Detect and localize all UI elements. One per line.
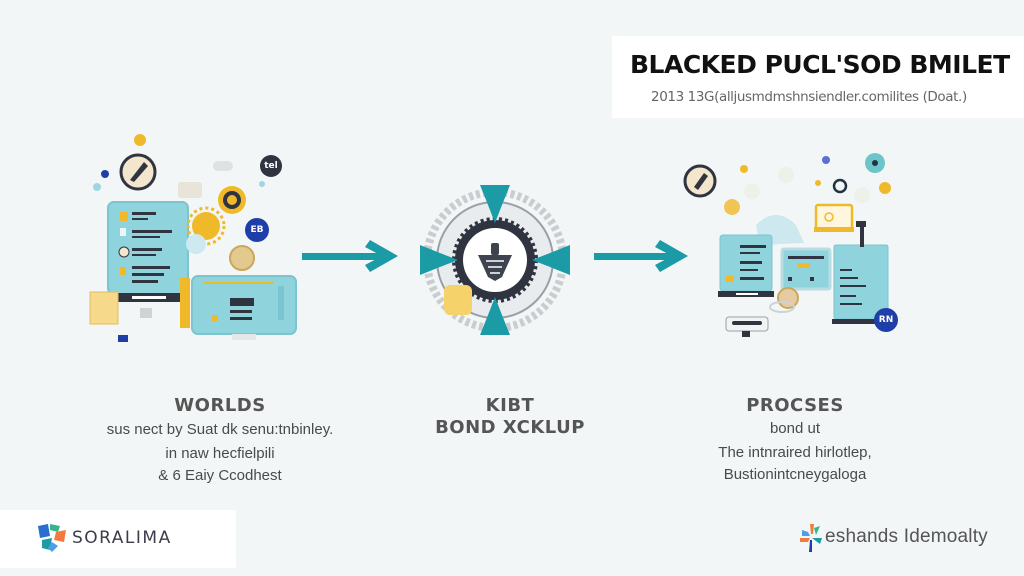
worlds-illustration — [89, 134, 297, 342]
stage-heading: WORLDS — [174, 395, 266, 416]
stage-line: sus nect by Suat dk senu:tnbinley. — [106, 421, 334, 438]
arrow-right-icon — [594, 240, 688, 272]
printer-icon — [140, 308, 152, 318]
dot-icon — [815, 180, 821, 186]
ship-emblem-icon — [478, 243, 512, 281]
pen-badge-icon — [119, 153, 157, 191]
dot-icon — [822, 156, 830, 164]
secondary-monitor-icon — [191, 275, 297, 340]
dot-icon — [744, 183, 760, 199]
stage-line: Bustionintcneygaloga — [723, 466, 867, 483]
scanner-icon — [725, 316, 769, 337]
dot-icon — [778, 167, 794, 183]
stage-heading: PROCSES — [746, 395, 844, 416]
gold-bar-icon — [180, 278, 190, 328]
eshands-logo: eshands Idemoalty — [825, 526, 988, 547]
page-subtitle: 2013 13G(alljusmdmshnsiendler.comilites … — [651, 89, 967, 105]
ring-icon — [832, 178, 848, 194]
dot-icon — [186, 234, 206, 254]
map-scroll-icon — [444, 285, 472, 315]
stage-heading: KIBT — [485, 395, 535, 416]
footer-left-panel — [0, 510, 236, 568]
folder-icon — [89, 291, 119, 325]
dot-icon — [93, 183, 101, 191]
stage-process: PROCSES bond ut The intnraired hirlotlep… — [670, 395, 920, 486]
teal-pointer-icon — [420, 185, 570, 335]
tel-badge: tel — [260, 155, 282, 177]
page-title: BLACKED PUCL'SOD BMILET — [630, 50, 1010, 79]
card-icon — [118, 335, 128, 342]
coin-icon — [229, 245, 255, 271]
stage-line: The intnraired hirlotlep, — [718, 444, 872, 461]
rn-badge: RN — [874, 308, 898, 332]
support-agent-icon — [769, 287, 799, 313]
gold-coin-icon — [218, 186, 246, 214]
stage-line: & 6 Eaiy Ccodhest — [158, 467, 282, 484]
stage-line: BOND XCKLUP — [435, 417, 585, 438]
laptop-icon — [718, 234, 774, 297]
dot-icon — [854, 187, 870, 203]
desktop-screen-icon — [832, 221, 890, 324]
dot-icon — [134, 134, 146, 146]
monitor-icon — [780, 247, 832, 291]
pen-badge-icon — [683, 164, 717, 198]
main-monitor-icon — [107, 201, 189, 302]
dot-icon — [740, 165, 748, 173]
arrow-right-icon — [302, 240, 398, 272]
eshands-logo-icon — [800, 524, 822, 552]
sun-icon — [186, 206, 226, 246]
dot-icon — [259, 181, 265, 187]
soralima-logo-icon — [38, 524, 66, 552]
stage-line: bond ut — [769, 420, 821, 437]
dot-icon — [101, 170, 109, 178]
dot-icon — [724, 199, 740, 215]
kibt-illustration — [420, 185, 570, 335]
process-illustration — [683, 153, 891, 337]
dot-icon — [879, 182, 891, 194]
eb-badge: EB — [245, 218, 269, 242]
document-icon — [178, 182, 202, 198]
stage-line: in naw hecfielpili — [165, 445, 275, 462]
stage-kibt: KIBT BOND XCKLUP — [400, 395, 620, 438]
cloud-icon — [213, 161, 233, 171]
title-panel — [612, 36, 1024, 118]
soralima-logo: SORALIMA — [72, 528, 172, 548]
stage-worlds: WORLDS sus nect by Suat dk senu:tnbinley… — [70, 395, 370, 487]
gold-screen-icon — [814, 203, 854, 232]
